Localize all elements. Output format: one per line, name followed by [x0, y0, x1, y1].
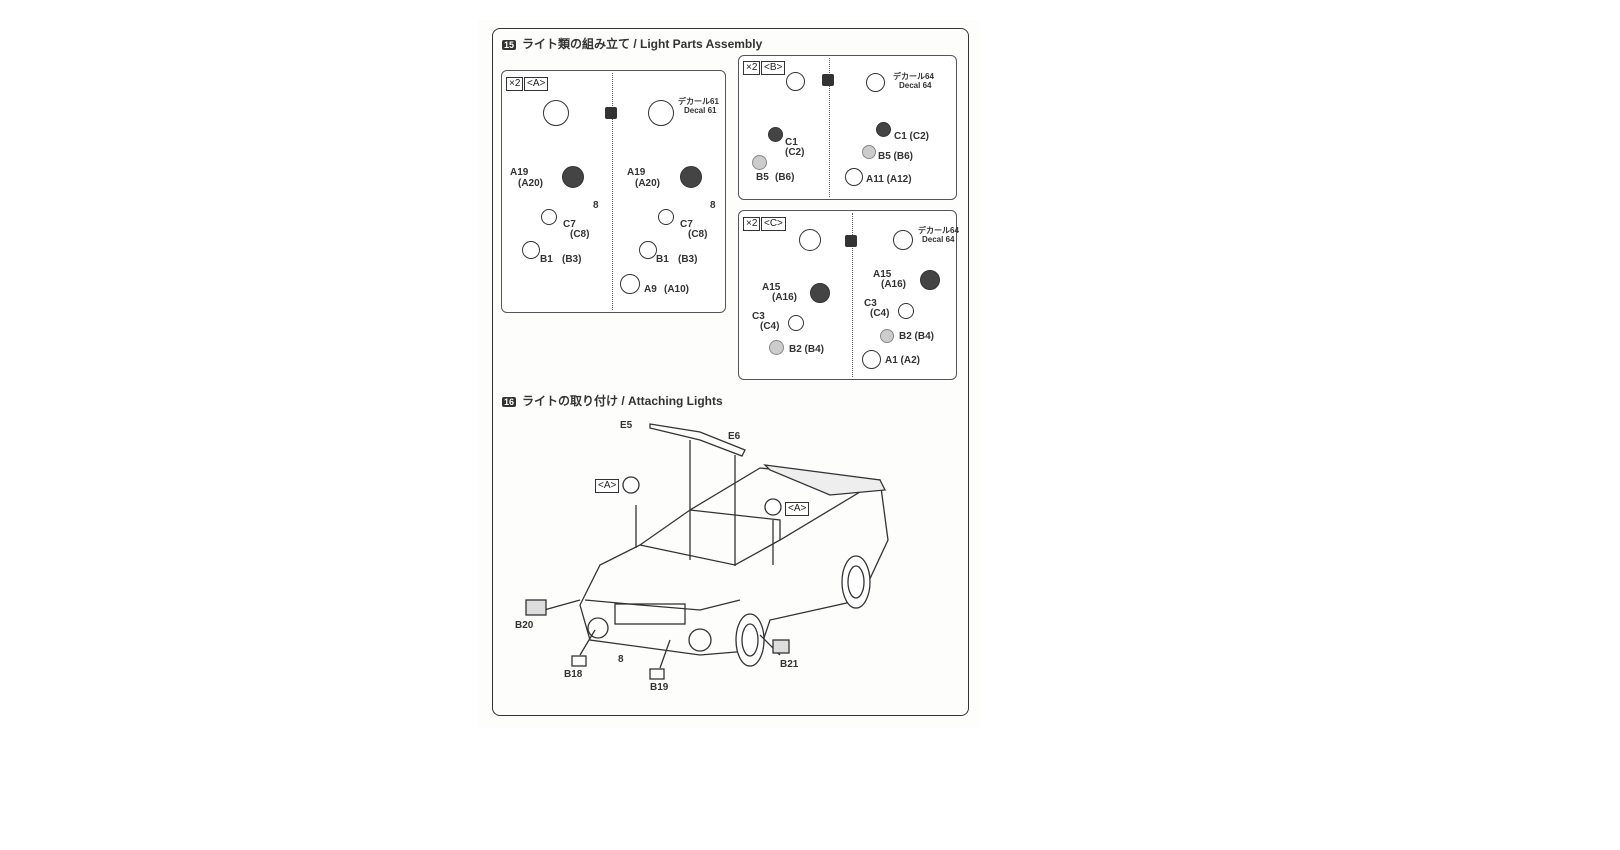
quantity-badge: ×2	[743, 61, 761, 75]
part-label: (A16)	[772, 292, 798, 303]
part-tag: <B>	[761, 61, 786, 75]
part-label: (C4)	[760, 321, 780, 332]
part-label: A9	[644, 284, 657, 295]
part-label: C1 (C2)	[894, 131, 930, 142]
lamp-body	[920, 270, 940, 290]
reflector	[788, 315, 804, 331]
reflector	[541, 209, 557, 225]
lamp-assembled	[543, 100, 569, 126]
part-label-b19: B19	[650, 682, 669, 693]
part-label: C1	[785, 137, 798, 148]
part-label: B5 (B6)	[878, 151, 914, 162]
part-label: B2 (B4)	[789, 344, 825, 355]
step15-title: 15 ライト類の組み立て / Light Parts Assembly	[502, 35, 762, 52]
lens	[639, 241, 657, 259]
part-label: (A20)	[635, 178, 661, 189]
lamp-assembled	[799, 229, 821, 251]
lens	[862, 145, 876, 159]
part-label: A19	[627, 167, 646, 178]
part-tag: <A>	[595, 479, 620, 493]
swap-icon	[845, 235, 857, 247]
part-tag: <A>	[785, 502, 810, 516]
part-tag: <A>	[524, 77, 549, 91]
lens	[769, 340, 784, 355]
lamp-decal	[648, 100, 674, 126]
decal-label-en: Decal 61	[684, 106, 717, 115]
cover	[862, 350, 881, 369]
decal-label-en: Decal 64	[922, 235, 955, 244]
reflector	[876, 122, 891, 137]
lamp-body	[680, 166, 702, 188]
part-label: C7	[680, 219, 693, 230]
part-label: (C4)	[870, 308, 890, 319]
part-tag: <C>	[761, 217, 786, 231]
step16-title: 16 ライトの取り付け / Attaching Lights	[502, 392, 723, 409]
page-frame	[492, 28, 969, 716]
quantity-badge: ×2	[743, 217, 761, 231]
part-label: (B3)	[678, 254, 698, 265]
lamp-assembled	[786, 72, 805, 91]
step-title-text: ライト類の組み立て / Light Parts Assembly	[522, 37, 763, 51]
part-label-b18: B18	[564, 669, 583, 680]
lamp-decal	[866, 73, 885, 92]
swap-icon	[605, 107, 617, 119]
part-label: B1	[656, 254, 669, 265]
screw-label: 8	[710, 200, 716, 211]
part-label: A11 (A12)	[866, 174, 912, 185]
swap-icon	[822, 74, 834, 86]
decal-label-jp: デカール64	[918, 226, 959, 235]
decal-label-jp: デカール61	[678, 97, 719, 106]
lamp-body	[810, 283, 830, 303]
step-number: 16	[502, 397, 517, 407]
part-label-e5: E5	[620, 420, 633, 431]
part-label: (A16)	[881, 279, 907, 290]
part-label-b21: B21	[780, 659, 799, 670]
part-label: (C2)	[785, 147, 805, 158]
part-label-b20: B20	[515, 620, 534, 631]
step-title-text: ライトの取り付け / Attaching Lights	[522, 394, 723, 408]
lamp-decal	[893, 230, 913, 250]
part-label: A1 (A2)	[885, 355, 921, 366]
part-label: (A20)	[518, 178, 544, 189]
cover	[845, 168, 863, 186]
part-label: B1	[540, 254, 553, 265]
lens	[522, 241, 540, 259]
part-label: (C8)	[570, 229, 590, 240]
part-label: C3	[752, 311, 765, 322]
quantity-badge: ×2	[506, 77, 524, 91]
part-label: (B3)	[562, 254, 582, 265]
lamp-body	[562, 166, 584, 188]
decal-label-en: Decal 64	[899, 81, 932, 90]
cover	[620, 274, 640, 294]
part-label: (A10)	[664, 284, 690, 295]
screw-label: 8	[593, 200, 599, 211]
part-label: (B6)	[775, 172, 795, 183]
decal-label-jp: デカール64	[893, 72, 934, 81]
lens	[880, 329, 894, 343]
reflector	[658, 209, 674, 225]
screw-label: 8	[618, 654, 624, 665]
part-label: B5	[756, 172, 769, 183]
part-label: C3	[864, 298, 877, 309]
part-label: B2 (B4)	[899, 331, 935, 342]
reflector	[768, 127, 783, 142]
step-number: 15	[502, 40, 517, 50]
part-label: A15	[762, 282, 781, 293]
part-label-e6: E6	[728, 431, 741, 442]
lens	[752, 155, 767, 170]
reflector	[898, 303, 914, 319]
part-label: (C8)	[688, 229, 708, 240]
part-label: C7	[563, 219, 576, 230]
part-label: A19	[510, 167, 529, 178]
part-label: A15	[873, 269, 892, 280]
